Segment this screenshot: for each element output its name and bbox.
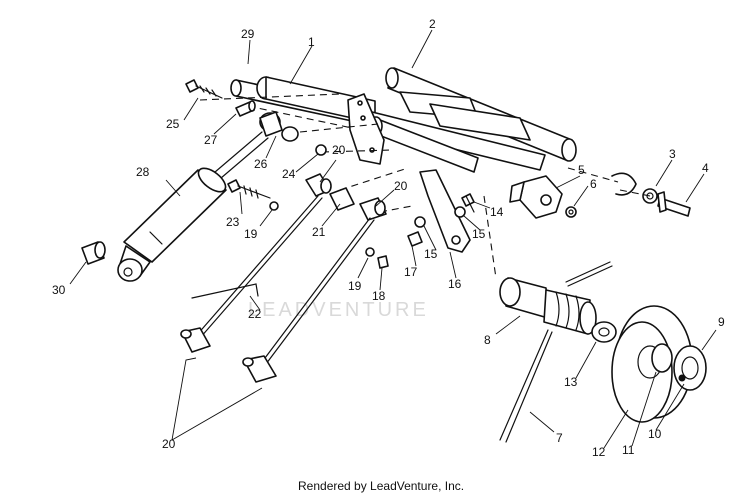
bushing-30 bbox=[81, 241, 106, 265]
small-fasteners bbox=[407, 193, 475, 247]
callout-30: 30 bbox=[52, 283, 66, 297]
link-rods bbox=[180, 195, 375, 383]
watermark-text: LEADVENTURE bbox=[248, 299, 429, 321]
callout-9: 9 bbox=[718, 315, 725, 329]
callout-10: 10 bbox=[648, 427, 662, 441]
bushing-26 bbox=[259, 111, 327, 156]
callout-24: 24 bbox=[282, 167, 296, 181]
rendered-by-credit: Rendered by LeadVenture, Inc. bbox=[298, 479, 464, 493]
callout-27: 27 bbox=[204, 133, 218, 147]
link-bushings bbox=[305, 173, 389, 269]
callout-1: 1 bbox=[308, 35, 315, 49]
bushing-27 bbox=[235, 100, 256, 117]
upper-crossbar-tube bbox=[230, 76, 376, 125]
washer-13 bbox=[591, 321, 617, 343]
callout-20-bottom: 20 bbox=[162, 437, 176, 451]
callout-20-middle: 20 bbox=[394, 179, 408, 193]
callout-19-upper: 19 bbox=[244, 227, 258, 241]
callout-4: 4 bbox=[702, 161, 709, 175]
callout-23: 23 bbox=[226, 215, 240, 229]
lower-frame-tube bbox=[367, 67, 577, 173]
callout-19-lower: 19 bbox=[348, 279, 362, 293]
callout-18: 18 bbox=[372, 289, 386, 303]
callout-11: 11 bbox=[622, 443, 635, 457]
callout-5: 5 bbox=[578, 163, 585, 177]
callout-15-lower: 15 bbox=[424, 247, 438, 261]
callout-14: 14 bbox=[490, 205, 504, 219]
callout-13: 13 bbox=[564, 375, 578, 389]
callout-12: 12 bbox=[592, 445, 606, 459]
alignment-lines bbox=[199, 93, 651, 279]
right-hardware bbox=[565, 172, 691, 218]
callout-2: 2 bbox=[429, 17, 436, 31]
callout-25: 25 bbox=[166, 117, 180, 131]
callout-8: 8 bbox=[484, 333, 491, 347]
callout-21: 21 bbox=[312, 225, 326, 239]
callout-7: 7 bbox=[556, 431, 563, 445]
callout-15-upper: 15 bbox=[472, 227, 486, 241]
watermark: LEADVENTURE bbox=[248, 299, 429, 321]
callout-28: 28 bbox=[136, 165, 150, 179]
callout-22: 22 bbox=[248, 307, 262, 321]
callout-26: 26 bbox=[254, 157, 268, 171]
callout-29: 29 bbox=[241, 27, 255, 41]
bolt-23 bbox=[227, 179, 279, 211]
callout-20-upper: 20 bbox=[332, 143, 346, 157]
callout-6: 6 bbox=[590, 177, 597, 191]
leader-lines bbox=[69, 29, 717, 449]
torsion-spring bbox=[499, 261, 613, 443]
callout-labels: 29 1 2 3 4 5 6 7 8 9 10 11 12 13 14 15 1… bbox=[52, 17, 725, 459]
mounting-bracket bbox=[347, 93, 385, 165]
idler-pulley bbox=[611, 305, 707, 423]
idler-arm bbox=[419, 169, 471, 253]
bracket-plate bbox=[509, 175, 563, 219]
callout-17: 17 bbox=[404, 265, 418, 279]
callout-16: 16 bbox=[448, 277, 462, 291]
bolt-25 bbox=[185, 79, 223, 99]
callout-3: 3 bbox=[669, 147, 676, 161]
shock-absorber bbox=[117, 131, 269, 282]
